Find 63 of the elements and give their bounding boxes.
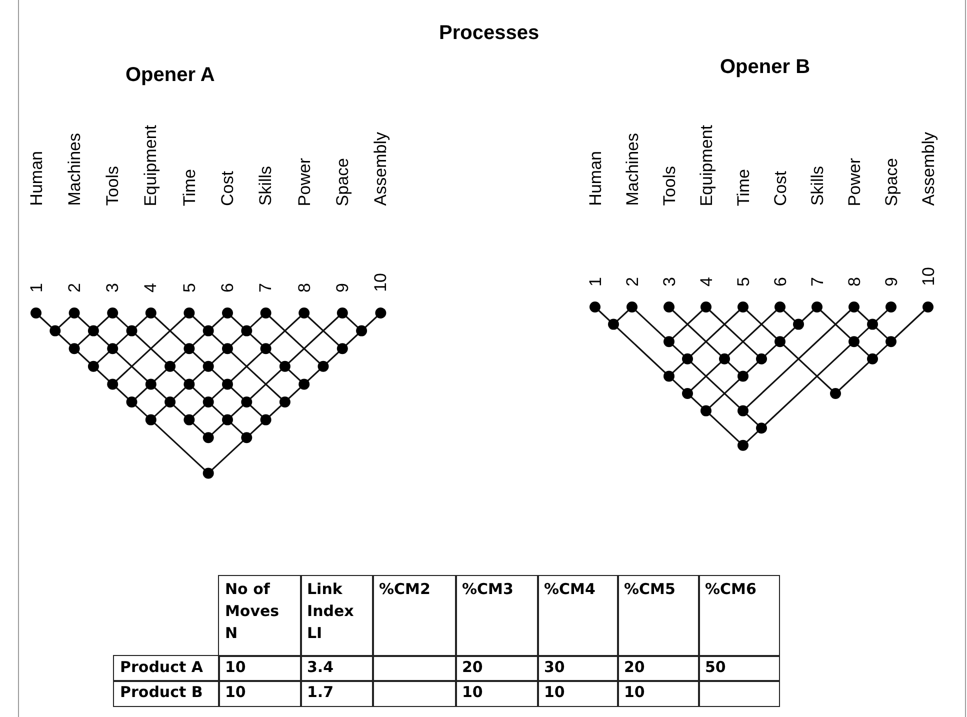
process-name: Skills [257, 166, 274, 206]
process-number: 9 [882, 277, 900, 286]
table-cell: Product A [113, 655, 220, 682]
table-cell: 50 [698, 655, 780, 682]
process-name: Human [586, 151, 604, 206]
table-cell: Link Index LI [300, 575, 374, 656]
process-number: 6 [219, 283, 236, 292]
process-number: 5 [180, 283, 198, 292]
diagram-heading: Opener A [126, 64, 215, 87]
process-name: Space [334, 158, 351, 206]
process-name: Equipment [698, 125, 714, 206]
process-number: 10 [920, 267, 936, 286]
table-cell: %CM2 [372, 575, 456, 656]
process-name: Space [882, 158, 900, 206]
process-name: Cost [772, 171, 788, 206]
process-name: Cost [219, 171, 236, 206]
process-number: 7 [257, 283, 274, 292]
process-name: Power [846, 158, 862, 206]
table-cell: Product B [113, 680, 220, 706]
process-number: 1 [586, 277, 604, 286]
table-cell: 10 [218, 680, 302, 706]
process-name: Skills [808, 166, 826, 206]
process-number: 2 [66, 283, 83, 292]
table-cell: %CM4 [537, 575, 618, 656]
table-cell: No of Moves N [218, 575, 302, 656]
process-number: 3 [104, 283, 122, 292]
process-number: 6 [772, 277, 788, 286]
process-number: 1 [28, 283, 44, 292]
diagram-heading: Opener B [720, 56, 810, 79]
process-number: 4 [142, 283, 160, 292]
process-number: 4 [698, 277, 714, 286]
process-number: 9 [334, 283, 351, 292]
process-number: 5 [734, 277, 752, 286]
table-cell: %CM6 [698, 575, 780, 656]
process-name: Tools [104, 166, 122, 206]
process-number: 10 [372, 273, 390, 292]
process-number: 3 [660, 277, 678, 286]
table-cell: 3.4 [300, 655, 374, 682]
process-name: Tools [660, 166, 678, 206]
table-cell: %CM5 [617, 575, 700, 656]
table-cell: 10 [537, 680, 618, 706]
process-name: Assembly [372, 132, 390, 206]
table-cell: 30 [537, 655, 618, 682]
table-cell: 20 [617, 655, 700, 682]
process-name: Human [28, 151, 44, 206]
process-number: 8 [296, 283, 313, 292]
table-cell: %CM3 [455, 575, 538, 656]
process-number: 7 [808, 277, 826, 286]
table-cell: 10 [218, 655, 302, 682]
process-number: 8 [846, 277, 862, 286]
diagram-title: Processes [439, 22, 540, 45]
table-cell: 10 [617, 680, 700, 706]
table-cell: 20 [455, 655, 538, 682]
process-name: Machines [624, 133, 640, 206]
process-name: Assembly [920, 132, 936, 206]
table-cell: 1.7 [300, 680, 374, 706]
process-name: Time [180, 169, 198, 206]
table-cell: 10 [455, 680, 538, 706]
process-name: Machines [66, 133, 83, 206]
process-name: Equipment [142, 125, 160, 206]
process-number: 2 [624, 277, 640, 286]
process-name: Time [734, 169, 752, 206]
process-name: Power [296, 158, 313, 206]
